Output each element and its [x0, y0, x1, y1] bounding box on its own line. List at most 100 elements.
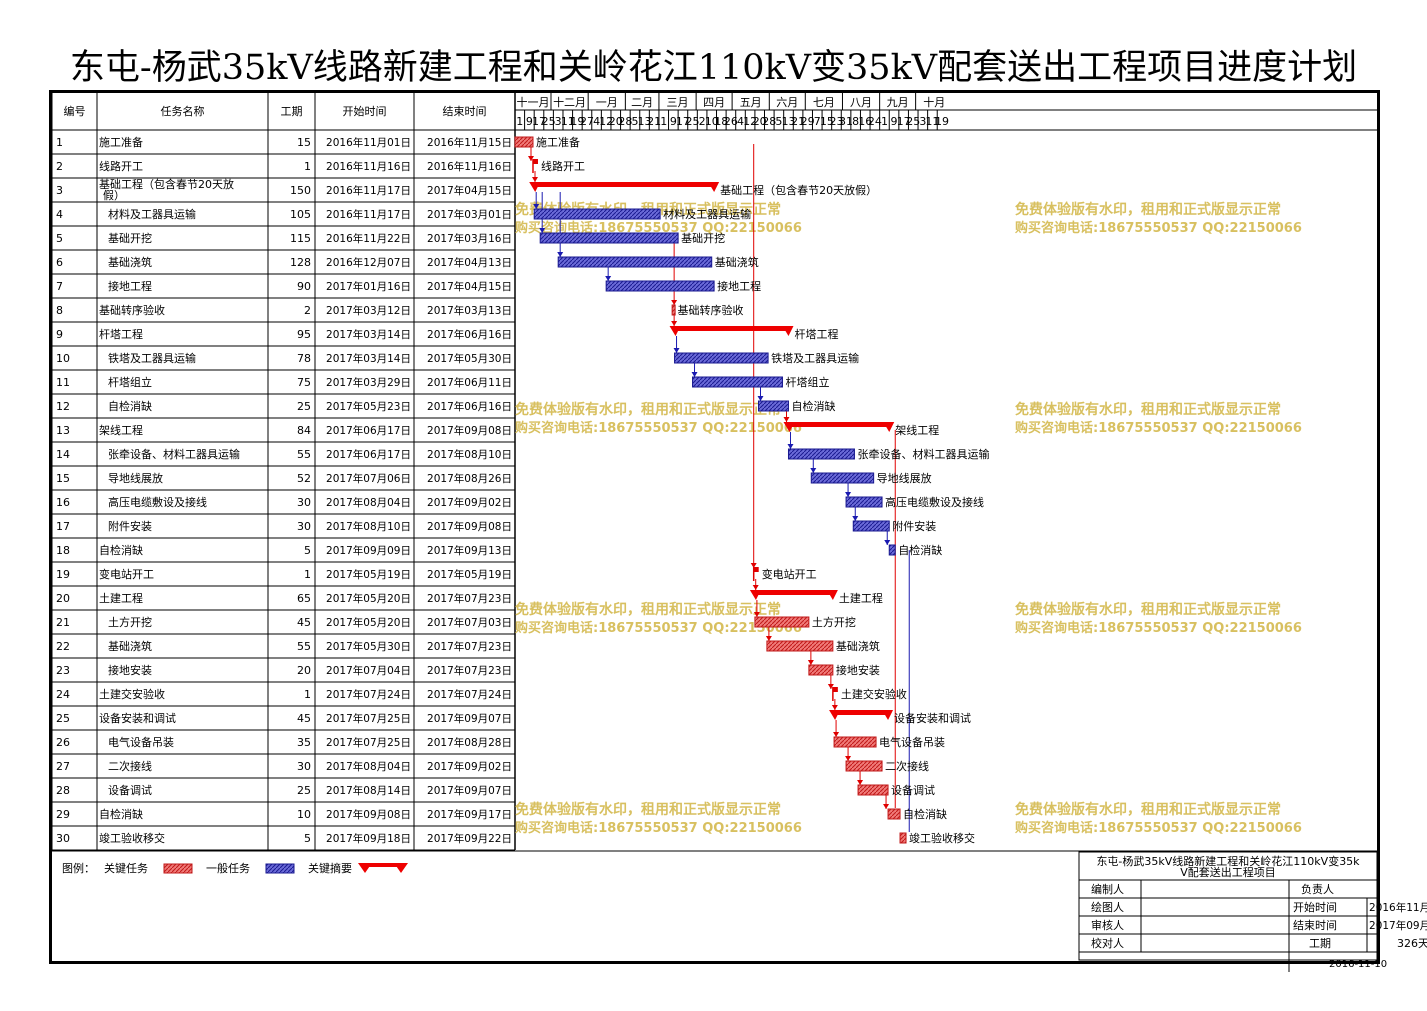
normal-task-bar — [557, 256, 713, 268]
day-tick-label: 20 — [753, 115, 767, 128]
info-box — [1078, 851, 1378, 961]
task-duration: 35 — [297, 736, 311, 749]
gantt-frame — [49, 90, 1380, 964]
month-label: 十二月 — [553, 95, 586, 109]
day-tick-label: 18 — [714, 115, 728, 128]
task-start: 2017年06月17日 — [326, 424, 411, 437]
info-reviewer: 审核人 — [1091, 918, 1124, 932]
watermark-text: 免费体验版有水印，租用和正式版显示正常 — [1015, 801, 1281, 818]
normal-task-bar — [674, 352, 769, 364]
critical-task-bar — [808, 664, 834, 676]
watermark-text: 免费体验版有水印，租用和正式版显示正常 — [1015, 401, 1281, 418]
bar-label: 导地线展放 — [877, 471, 932, 485]
day-tick-label: 17 — [532, 115, 546, 128]
summary-bar-start — [749, 590, 761, 600]
task-name: 基础开挖 — [108, 231, 152, 245]
bar-label: 基础浇筑 — [836, 639, 880, 653]
task-end: 2017年03月13日 — [427, 304, 512, 317]
watermark-text: 购买咨询电话:18675550537 QQ:22150066 — [515, 620, 802, 636]
normal-task-bar — [810, 472, 875, 484]
task-start: 2017年09月18日 — [326, 832, 411, 845]
header-no: 编号 — [64, 104, 86, 118]
summary-bar — [674, 326, 789, 331]
task-start: 2017年08月04日 — [326, 496, 411, 509]
day-tick-label: 3 — [555, 115, 562, 128]
info-end-value: 2017年09月22日 — [1369, 919, 1427, 932]
task-no: 5 — [56, 232, 63, 245]
month-label: 三月 — [667, 96, 689, 109]
task-no: 14 — [56, 448, 70, 461]
dependency-arrow — [827, 684, 834, 689]
task-name: 接地安装 — [108, 663, 152, 677]
summary-bar-start — [783, 422, 795, 432]
legend-prefix: 图例： — [62, 861, 95, 875]
bar-label: 材料及工器具运输 — [663, 207, 751, 221]
watermark-text: 购买咨询电话:18675550537 QQ:22150066 — [515, 420, 802, 436]
watermark-text: 购买咨询电话:18675550537 QQ:22150066 — [1015, 220, 1302, 236]
task-start: 2017年05月19日 — [326, 568, 411, 581]
header-duration: 工期 — [281, 105, 303, 118]
task-no: 22 — [56, 640, 70, 653]
task-no: 28 — [56, 784, 70, 797]
task-end: 2017年04月13日 — [427, 256, 512, 269]
task-no: 9 — [56, 328, 63, 341]
legend-summary-end — [394, 863, 408, 873]
task-end: 2016年11月15日 — [427, 136, 512, 149]
dependency-arrow — [833, 732, 840, 737]
watermark-text: 免费体验版有水印，租用和正式版显示正常 — [515, 401, 781, 418]
task-name: 自检消缺 — [108, 399, 152, 413]
task-name: 架线工程 — [99, 423, 143, 437]
task-no: 16 — [56, 496, 70, 509]
day-tick-label: 17 — [676, 115, 690, 128]
task-start: 2016年11月17日 — [326, 184, 411, 197]
task-end: 2017年05月19日 — [427, 568, 512, 581]
task-duration: 95 — [297, 328, 311, 341]
task-end: 2017年04月15日 — [427, 184, 512, 197]
task-end: 2017年09月07日 — [427, 712, 512, 725]
dependency-arrow — [810, 468, 817, 473]
task-name: 变电站开工 — [99, 567, 154, 581]
day-tick-label: 25 — [906, 115, 920, 128]
milestone-flag — [832, 687, 838, 692]
task-start: 2017年07月04日 — [326, 664, 411, 677]
day-tick-label: 25 — [542, 115, 556, 128]
dependency-arrow — [673, 348, 680, 353]
task-no: 26 — [56, 736, 70, 749]
task-duration: 78 — [297, 352, 311, 365]
watermark-text: 免费体验版有水印，租用和正式版显示正常 — [515, 601, 781, 618]
task-start: 2017年08月10日 — [326, 520, 411, 533]
task-name: 导地线展放 — [108, 471, 163, 485]
task-start: 2016年12月07日 — [326, 256, 411, 269]
dependency-arrow — [787, 444, 794, 449]
summary-bar-start — [529, 182, 541, 192]
dependency-arrow — [883, 804, 890, 809]
summary-bar — [754, 590, 833, 595]
day-tick-label: 12 — [599, 115, 613, 128]
info-duration-value: 326天 — [1397, 937, 1427, 950]
task-end: 2017年09月02日 — [427, 496, 512, 509]
critical-task-bar — [845, 760, 883, 772]
task-end: 2016年11月16日 — [427, 160, 512, 173]
normal-task-bar — [757, 400, 789, 412]
task-start: 2017年07月25日 — [326, 736, 411, 749]
task-name: 接地工程 — [108, 280, 152, 293]
day-tick-label: 11 — [561, 115, 575, 128]
task-duration: 5 — [304, 832, 311, 845]
task-start: 2016年11月16日 — [326, 160, 411, 173]
critical-task-bar — [514, 136, 534, 148]
task-end: 2017年05月30日 — [427, 352, 512, 365]
info-checker: 校对人 — [1091, 936, 1124, 950]
task-no: 30 — [56, 832, 70, 845]
dependency-arrow — [845, 756, 852, 761]
task-end: 2017年08月10日 — [427, 448, 512, 461]
normal-task-bar — [533, 208, 661, 220]
bar-label: 设备安装和调试 — [894, 711, 971, 725]
normal-task-bar — [787, 448, 855, 460]
task-name: 附件安装 — [108, 519, 152, 533]
critical-task-bar — [899, 832, 907, 844]
summary-bar-end — [782, 326, 794, 336]
dependency-arrow — [857, 780, 864, 785]
task-no: 2 — [56, 160, 63, 173]
task-start: 2017年05月20日 — [326, 592, 411, 605]
bar-label: 接地安装 — [836, 663, 880, 677]
